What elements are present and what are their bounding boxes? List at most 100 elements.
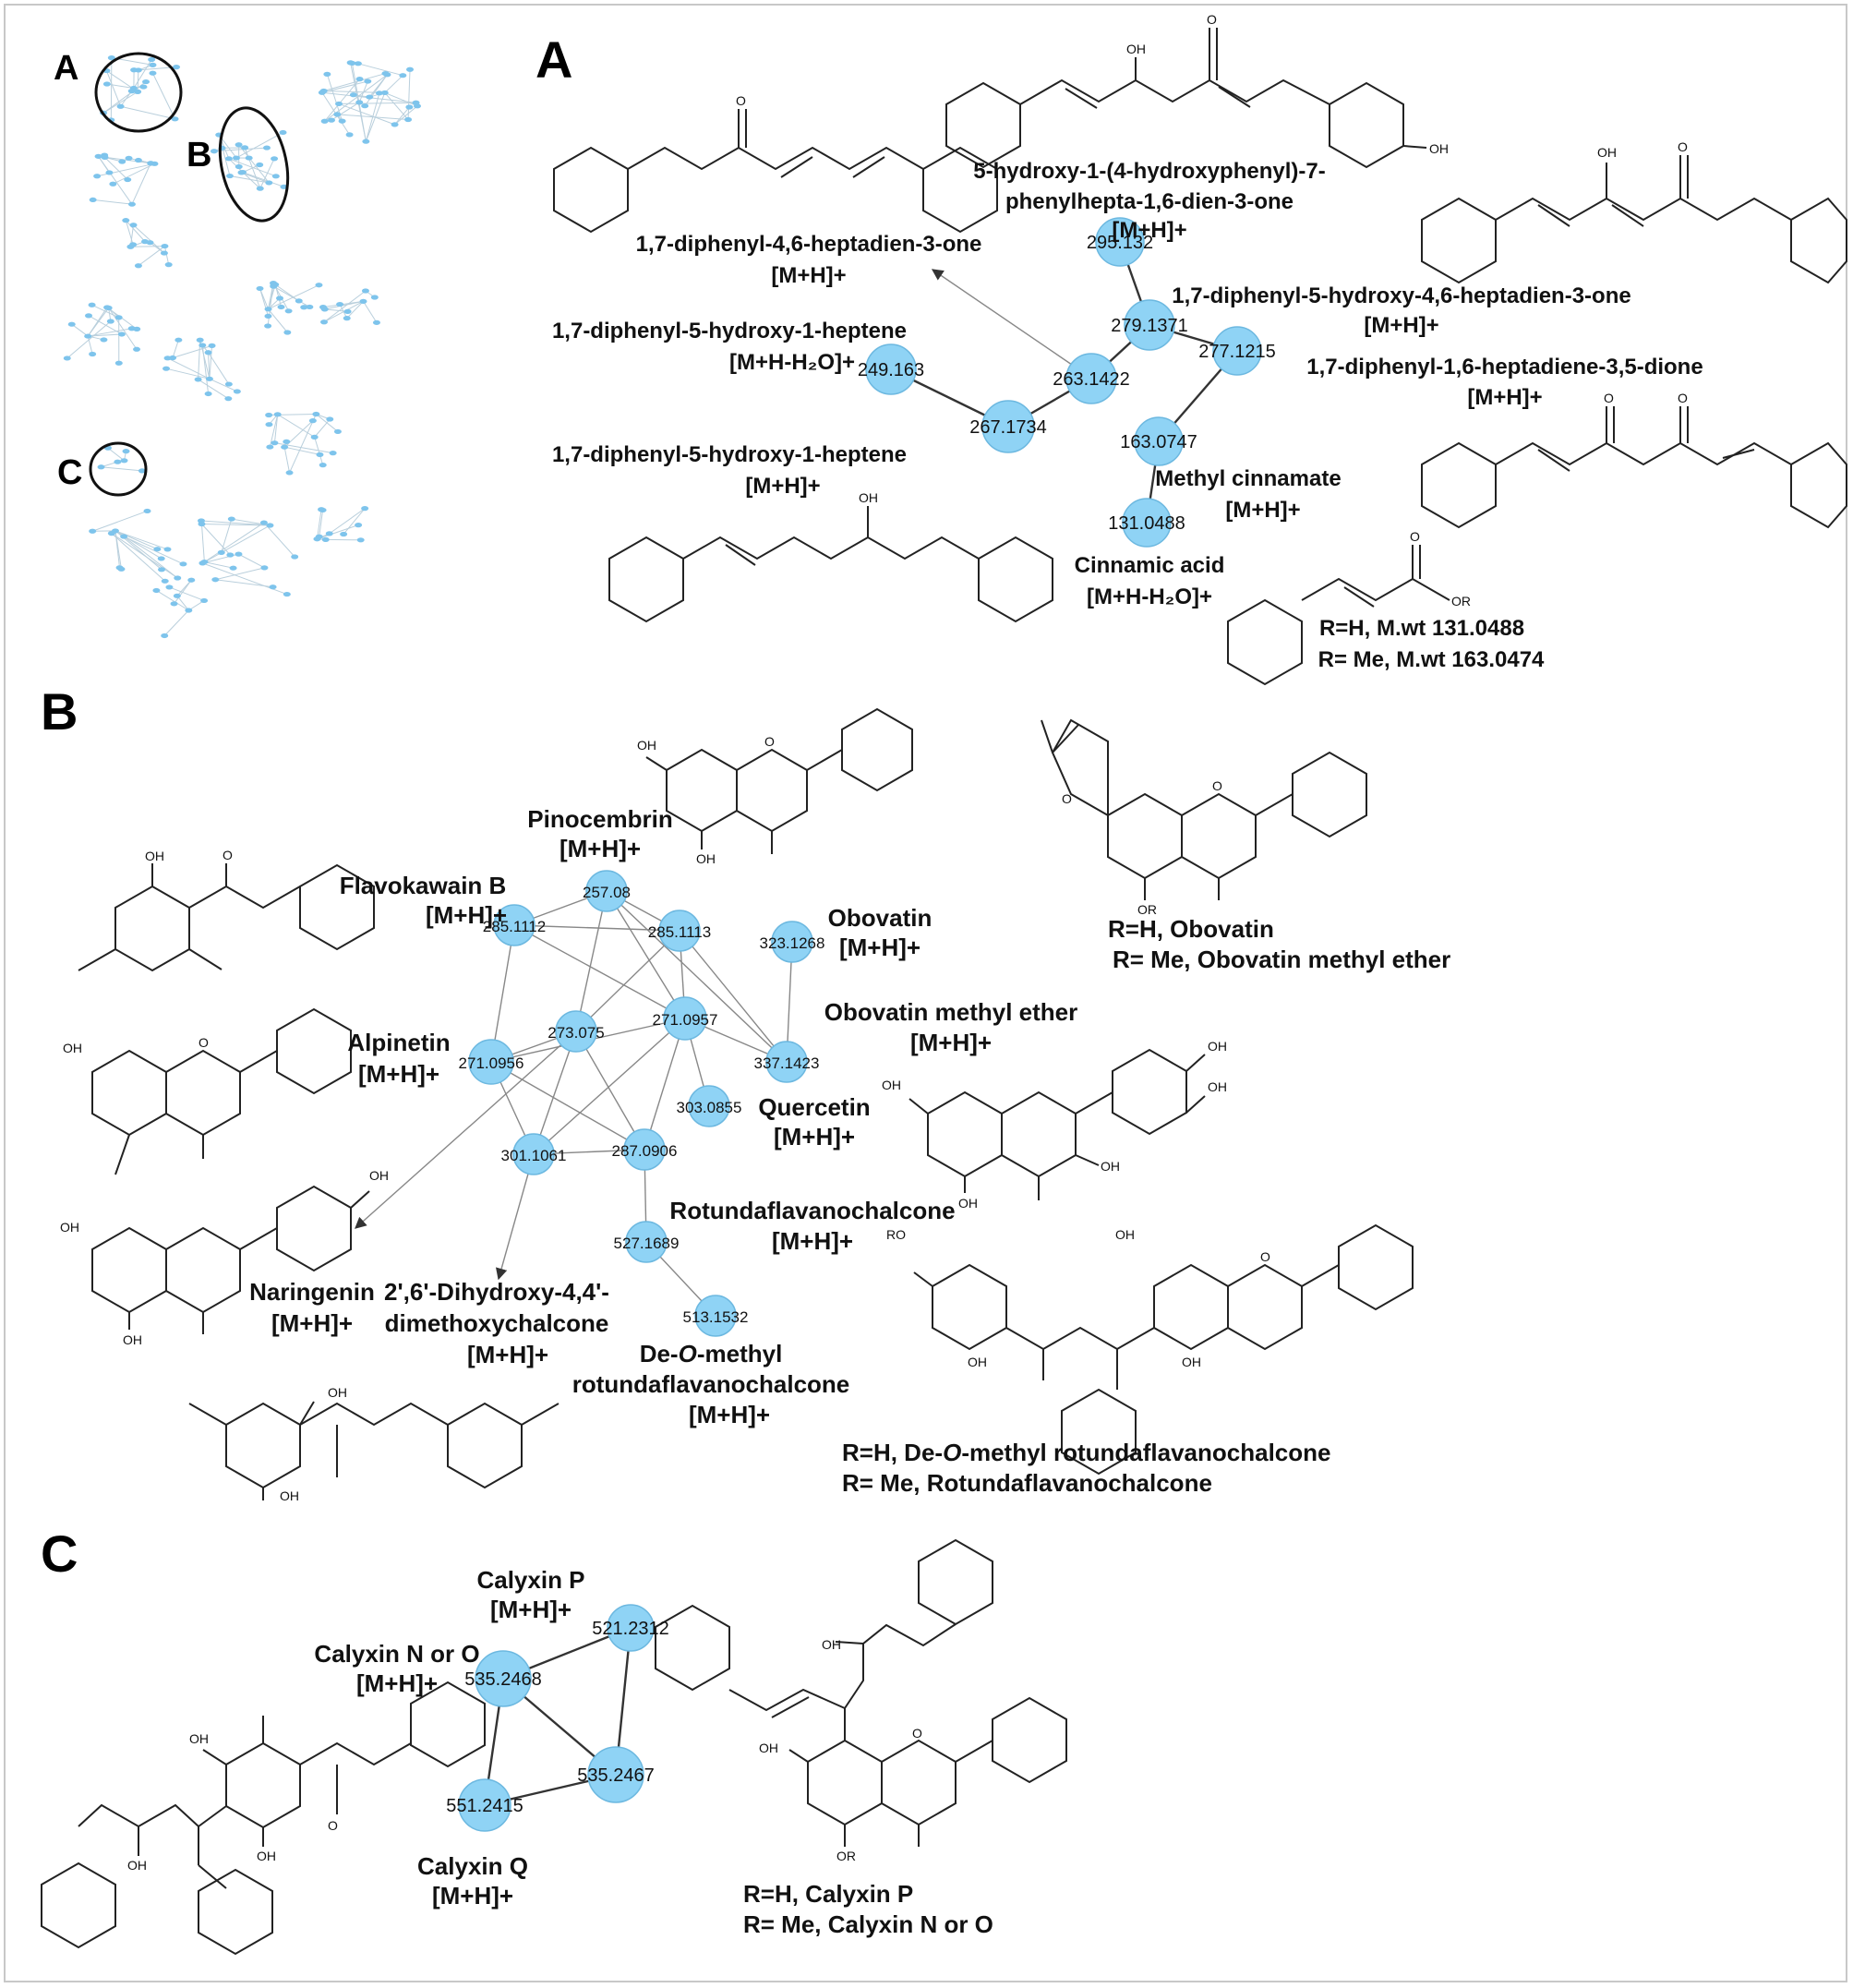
overview-edge — [215, 579, 273, 588]
overview-node — [114, 459, 122, 464]
overview-node — [85, 313, 93, 319]
overview-node — [355, 523, 363, 528]
network-node — [475, 1650, 532, 1707]
compound-label: [M+H]+ — [1225, 498, 1300, 523]
overview-node — [174, 337, 183, 343]
overview-edge — [125, 220, 146, 242]
overview-edge — [172, 340, 179, 358]
compound-label: dimethoxychalcone — [385, 1309, 609, 1337]
structure-a2: OH O OH — [945, 12, 1449, 169]
network-node — [555, 1010, 597, 1053]
network-node — [468, 1039, 514, 1085]
overview-node — [308, 418, 317, 424]
compound-label-de-o-methyl: De-O-methyl — [640, 1340, 783, 1368]
atom-o: O — [1062, 791, 1072, 806]
overview-node — [283, 591, 291, 597]
overview-node — [285, 470, 294, 476]
node-label: 267.1734 — [969, 417, 1046, 438]
compound-label: Naringenin — [249, 1278, 375, 1306]
overview-edge — [102, 90, 138, 114]
overview-node — [196, 337, 204, 343]
network-node — [765, 1041, 808, 1083]
overview-node — [348, 60, 356, 66]
overview-edge — [384, 92, 409, 120]
overview-edge — [198, 379, 229, 400]
overview-node — [405, 104, 414, 110]
compound-label: Calyxin N or O — [314, 1640, 479, 1668]
overview-node — [164, 262, 173, 268]
overview-node — [264, 307, 272, 312]
overview-node — [107, 55, 115, 61]
overview-edge — [66, 320, 112, 359]
node-label: 257.08 — [583, 884, 631, 901]
overview-node — [67, 321, 76, 327]
overview-node — [199, 343, 207, 348]
compound-label: [M+H]+ — [467, 1341, 548, 1368]
overview-node — [273, 412, 282, 417]
overview-node — [361, 506, 369, 512]
overview-node — [106, 319, 114, 324]
overview-node — [120, 534, 128, 539]
overview-node — [146, 240, 154, 246]
network-node — [623, 1128, 666, 1171]
overview-node — [97, 464, 105, 470]
atom-oh: OH — [1101, 1159, 1120, 1174]
network-node — [865, 343, 917, 395]
node-label: 521.2312 — [592, 1619, 668, 1639]
overview-node — [211, 577, 220, 583]
overview-network — [63, 55, 422, 639]
overview-node — [153, 547, 162, 552]
overview-node — [345, 132, 354, 138]
node-label: 287.0906 — [612, 1142, 678, 1160]
overview-node — [256, 162, 264, 168]
overview-edge — [102, 81, 147, 114]
overview-node — [329, 451, 337, 456]
overview-edge — [324, 300, 364, 310]
network-node — [688, 1085, 730, 1127]
overview-node — [227, 516, 235, 522]
overview-node — [124, 176, 132, 183]
compound-label: [M+H]+ — [426, 901, 507, 929]
figure-frame — [4, 4, 1847, 1982]
overview-node — [101, 152, 109, 158]
atom-oh: OH — [1126, 42, 1146, 56]
node-label: 163.0747 — [1120, 432, 1197, 452]
compound-label: 1,7-diphenyl-5-hydroxy-1-heptene — [552, 319, 907, 343]
overview-node — [134, 89, 142, 94]
node-label: 295.132 — [1087, 233, 1153, 253]
overview-edge — [104, 157, 128, 180]
overview-edge — [101, 466, 142, 472]
atom-o: O — [1207, 12, 1217, 27]
overview-edge — [365, 92, 380, 142]
overview-edge — [204, 561, 234, 569]
overview-node — [310, 434, 319, 440]
overview-node — [375, 90, 383, 96]
network-node — [658, 910, 701, 952]
compound-label-r-rotunda: R=H, De-O-methyl rotundaflavanochalcone — [842, 1439, 1331, 1466]
overview-node — [340, 531, 348, 537]
overview-edge — [269, 414, 279, 448]
network-node — [1212, 326, 1262, 376]
structure-pinocembrin: OH O OH — [637, 707, 913, 866]
compound-label: Cinnamic acid — [1075, 553, 1225, 578]
overview-node — [118, 159, 126, 164]
network-node — [625, 1221, 668, 1263]
overview-node — [404, 116, 413, 123]
compound-label: [M+H]+ — [745, 474, 820, 499]
overview-node — [327, 117, 335, 123]
overview-node — [149, 70, 157, 76]
structure-a4: O O — [1421, 391, 1847, 529]
overview-edge — [314, 418, 331, 438]
overview-node — [138, 468, 146, 474]
overview-node — [336, 301, 344, 307]
overview-node — [370, 295, 379, 300]
atom-o: O — [1212, 778, 1222, 793]
overview-edge — [338, 102, 395, 126]
overview-node — [335, 101, 343, 107]
overview-node — [319, 463, 327, 468]
compound-label: Obovatin methyl ether — [824, 998, 1078, 1026]
network-node — [771, 921, 813, 963]
atom-o: O — [764, 734, 775, 749]
overview-node — [361, 288, 369, 294]
overview-node — [194, 377, 202, 382]
